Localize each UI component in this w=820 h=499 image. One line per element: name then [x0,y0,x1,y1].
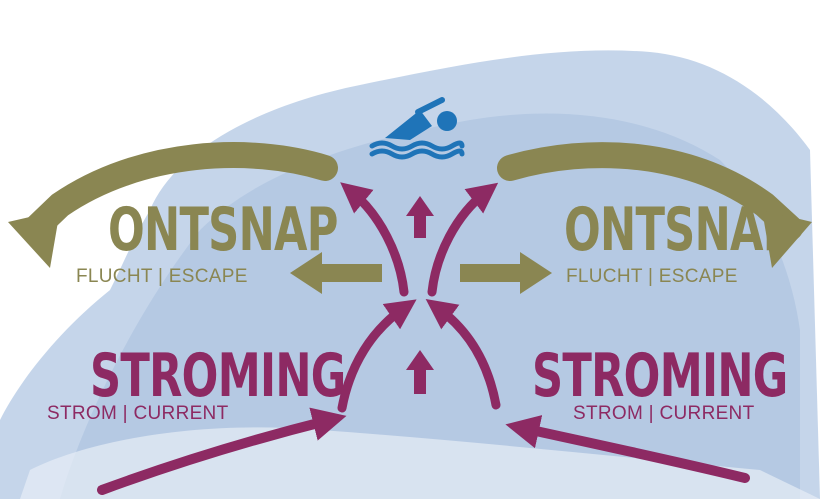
right-escape-subtitle: FLUCHT | ESCAPE [566,266,738,287]
right-current-title: STROMING [532,341,788,411]
left-escape-title: ONTSNAP [108,195,338,265]
left-current-subtitle: STROM | CURRENT [47,403,229,424]
escape-arrow-right-curve [497,142,812,268]
escape-arrow-right-short [460,252,552,294]
current-arrows [97,182,750,495]
left-escape-subtitle: FLUCHT | ESCAPE [76,266,248,287]
right-escape-title: ONTSNAP [564,195,794,265]
escape-arrow-left-short [290,252,382,294]
swimmer-icon [369,97,465,160]
current-arrow-center-bottom [406,350,434,394]
left-current-title: STROMING [90,341,346,411]
current-arrow-center-top [406,196,434,238]
escape-arrow-left-curve [8,142,338,268]
right-current-subtitle: STROM | CURRENT [573,403,755,424]
